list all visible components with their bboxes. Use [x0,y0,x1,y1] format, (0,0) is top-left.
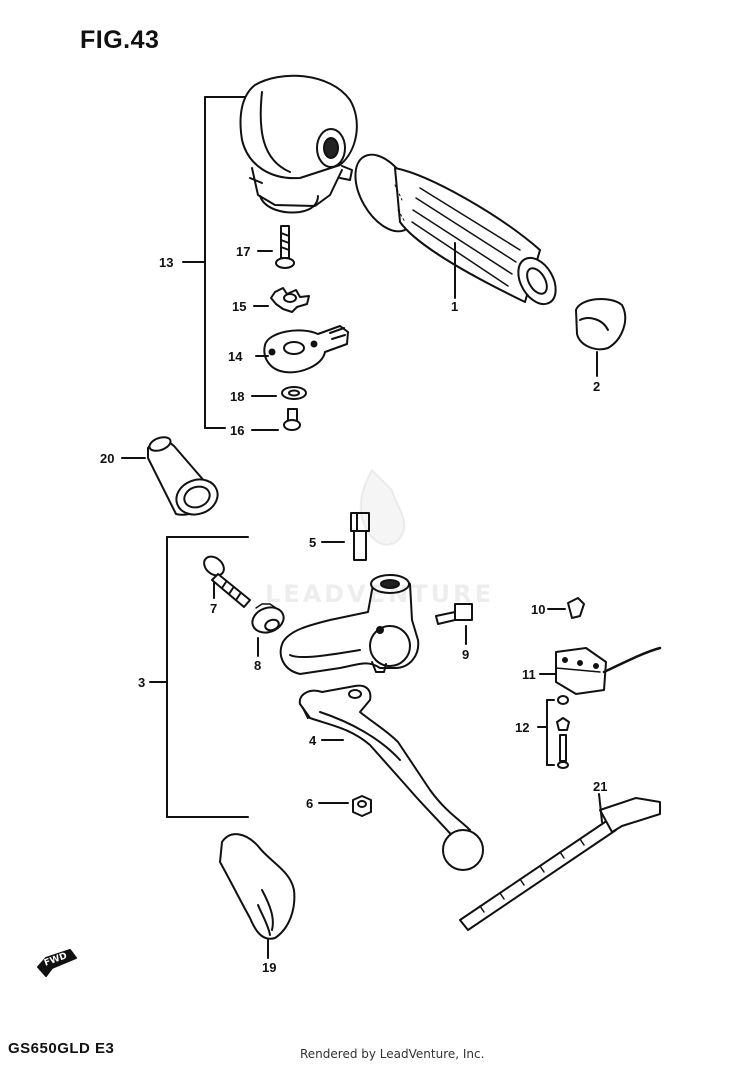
callout-19: 19 [262,960,277,975]
lever-4 [298,684,484,871]
callout-1: 1 [451,299,459,314]
callout-16: 16 [230,423,245,438]
bolt-7 [203,555,251,608]
bolt-5 [350,512,370,561]
bracket-13 [182,96,253,429]
callout-8: 8 [254,658,262,673]
callout-15: 15 [232,299,247,314]
watermark-flame-icon [359,469,406,546]
callout-17: 17 [236,244,251,259]
cover-19 [219,833,296,940]
figure-title: FIG.43 [80,26,160,54]
forward-arrow-icon [37,949,77,977]
callout-21: 21 [593,779,608,794]
lever-bracket [279,574,420,675]
callout-3: 3 [138,675,146,690]
nut-8 [251,603,285,634]
screw-17 [275,225,295,269]
screw-16 [283,408,301,431]
bracket-3 [149,536,249,818]
plate-14 [263,325,349,374]
callout-9: 9 [462,647,470,662]
bolt-9 [435,603,473,625]
callout-20: 20 [100,451,115,466]
callout-5: 5 [309,535,317,550]
callout-2: 2 [593,379,601,394]
nut-6 [352,795,372,817]
clip-10 [567,597,585,619]
throttle-housing [239,74,358,214]
lock-washer-15 [270,287,310,313]
callout-6: 6 [306,796,314,811]
callout-10: 10 [531,602,546,617]
callout-7: 7 [210,601,218,616]
callout-11: 11 [522,667,536,682]
callout-4: 4 [309,733,317,748]
switch-11 [555,646,662,695]
grip-1 [354,153,557,306]
cable-tie-21 [459,797,661,931]
boot-20 [147,436,219,516]
watermark: LEADVENTURE [265,580,494,608]
callout-14: 14 [228,349,243,364]
callout-13: 13 [159,255,174,270]
washer-18 [281,386,307,400]
callout-12: 12 [515,720,530,735]
end-cap-2 [575,298,627,351]
callout-18: 18 [230,389,245,404]
render-credit: Rendered by LeadVenture, Inc. [300,1047,485,1061]
model-code: GS650GLD E3 [8,1040,115,1057]
screw-set-12 [537,695,570,769]
